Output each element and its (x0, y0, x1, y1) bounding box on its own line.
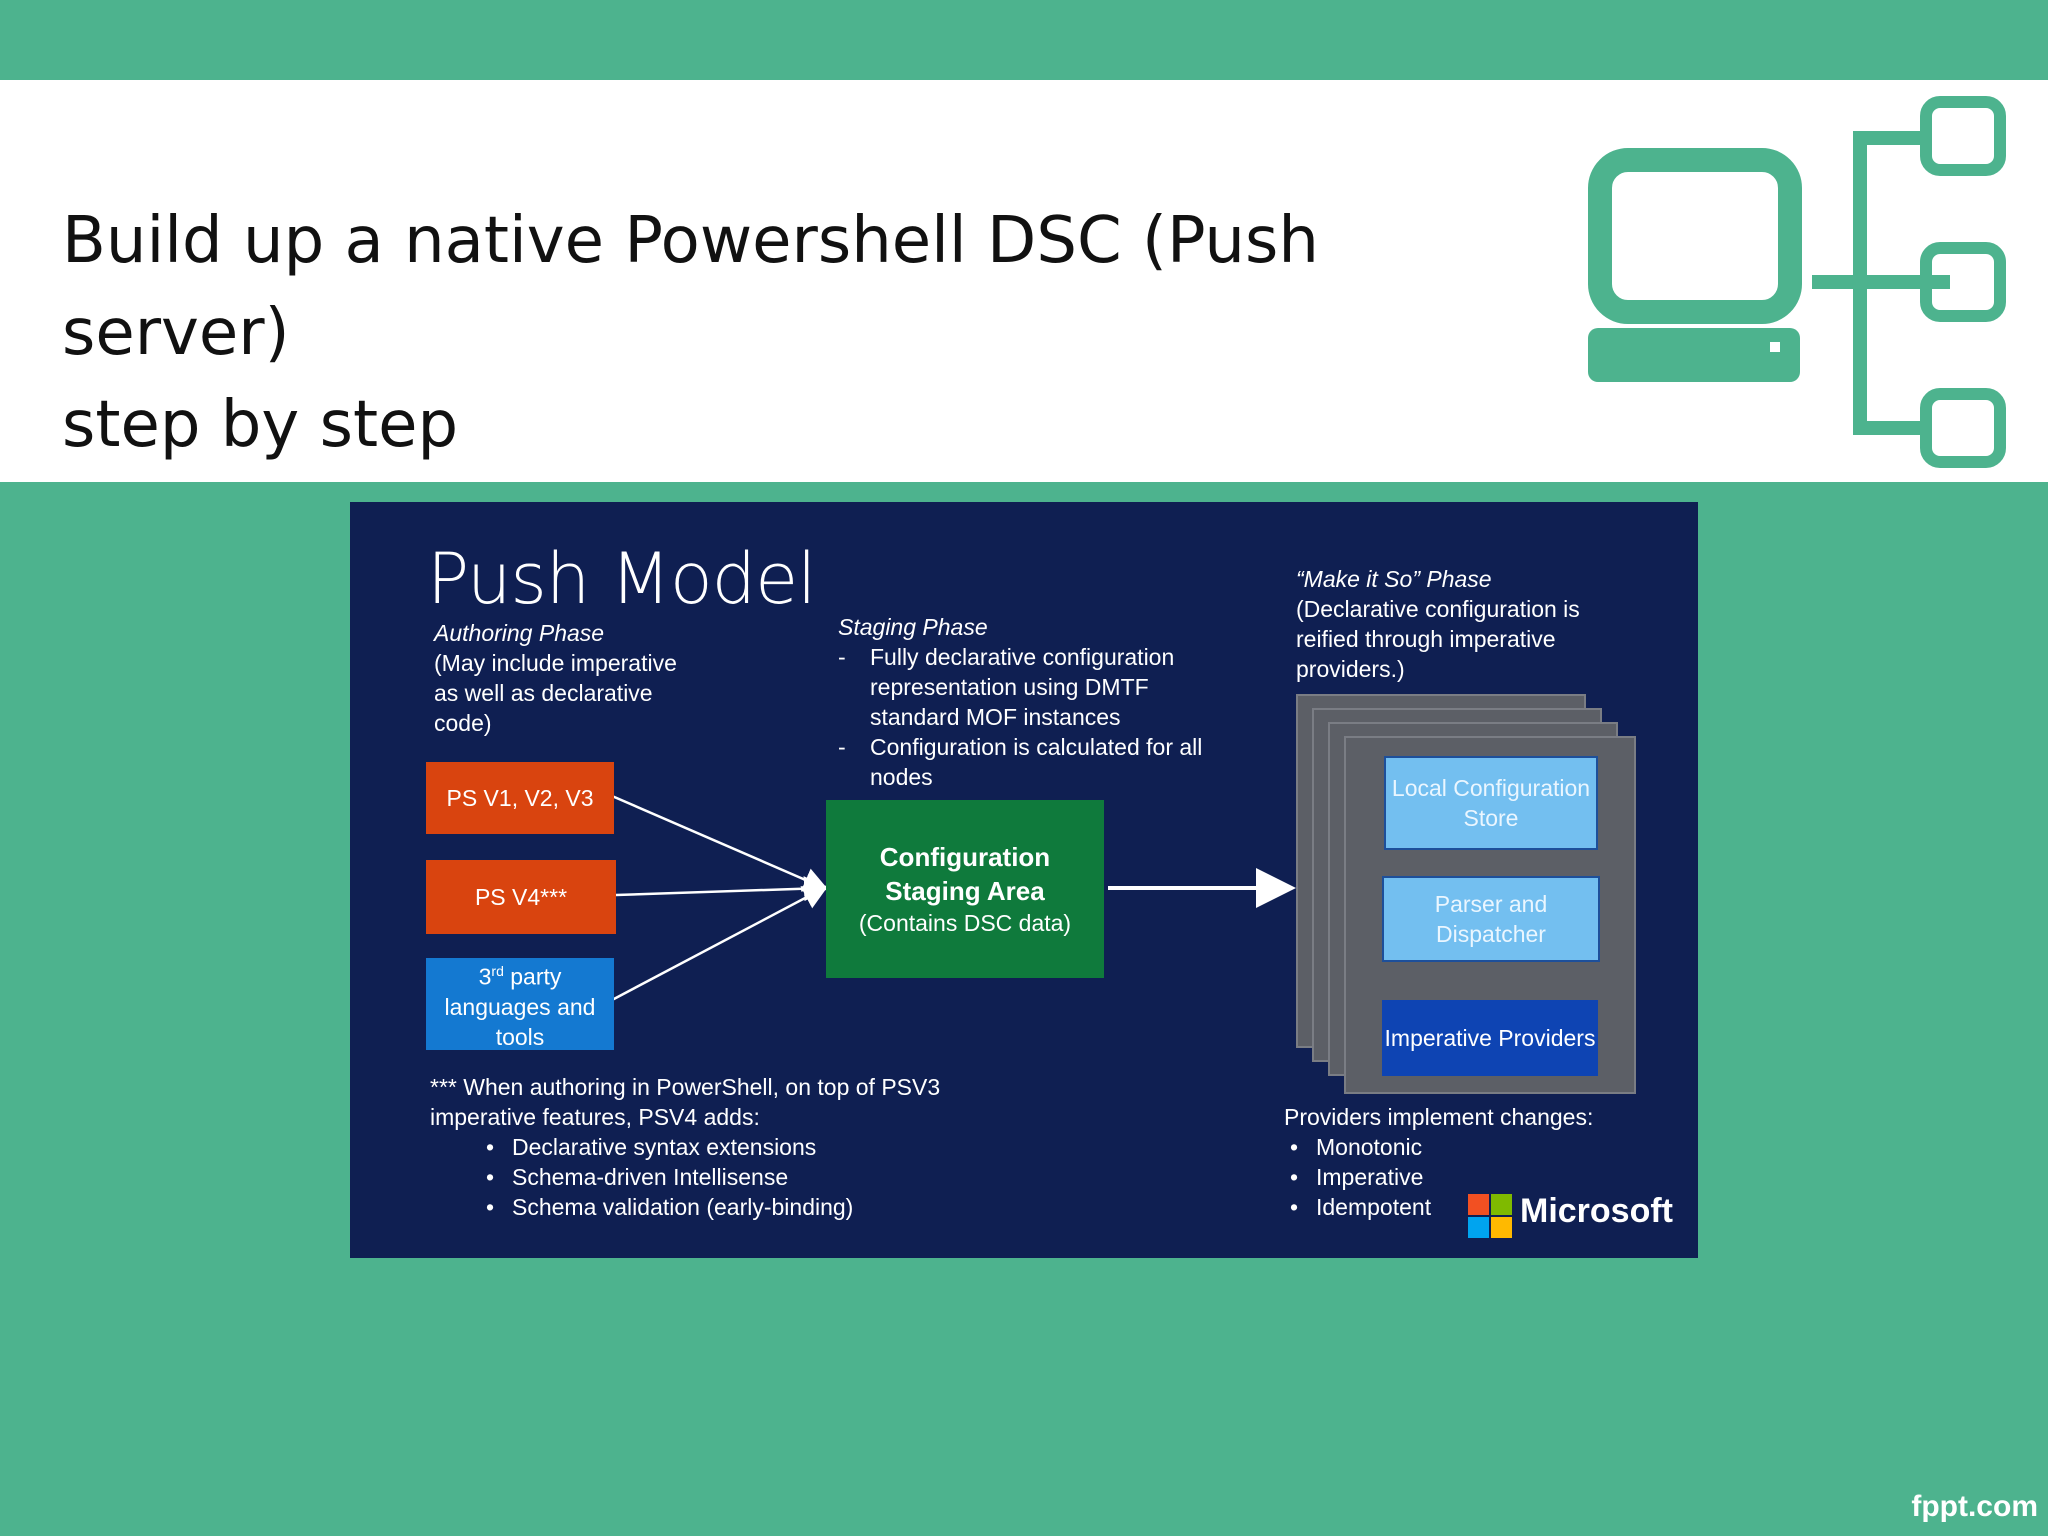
parser-dispatcher-box: Parser and Dispatcher (1382, 876, 1600, 962)
third-party-box: 3rd party languages and tools (426, 958, 614, 1050)
providers-note: Providers implement changes: Monotonic I… (1284, 1102, 1644, 1222)
ps-v1-v2-v3-box: PS V1, V2, V3 (426, 762, 614, 834)
footer-brand: fppt.com (1911, 1490, 2038, 1523)
make-it-so-phase-text: “Make it So” Phase (Declarative configur… (1296, 566, 1580, 682)
top-accent-band (0, 0, 2048, 80)
push-model-diagram: Push Model Authoring Phase (May include … (350, 502, 1698, 1258)
microsoft-brand-text: Microsoft (1520, 1192, 1673, 1230)
ps-v4-box: PS V4*** (426, 860, 616, 934)
network-computer-icon (1588, 96, 2006, 468)
configuration-staging-area-box: Configuration Staging Area (Contains DSC… (826, 800, 1104, 978)
imperative-providers-box: Imperative Providers (1382, 1000, 1598, 1076)
psv4-footnote: *** When authoring in PowerShell, on top… (430, 1072, 1050, 1222)
flow-arrows (611, 794, 1296, 1002)
microsoft-logo-icon (1468, 1194, 1512, 1238)
local-configuration-store-box: Local Configuration Store (1384, 756, 1598, 850)
diagram-title: Push Model (427, 538, 817, 620)
slide-header (0, 80, 2048, 482)
staging-phase-text: Staging Phase Fully declarative configur… (838, 612, 1228, 792)
page-title: Build up a native Powershell DSC (Push s… (62, 204, 1319, 462)
authoring-phase-text: Authoring Phase (May include imperative … (434, 620, 677, 736)
